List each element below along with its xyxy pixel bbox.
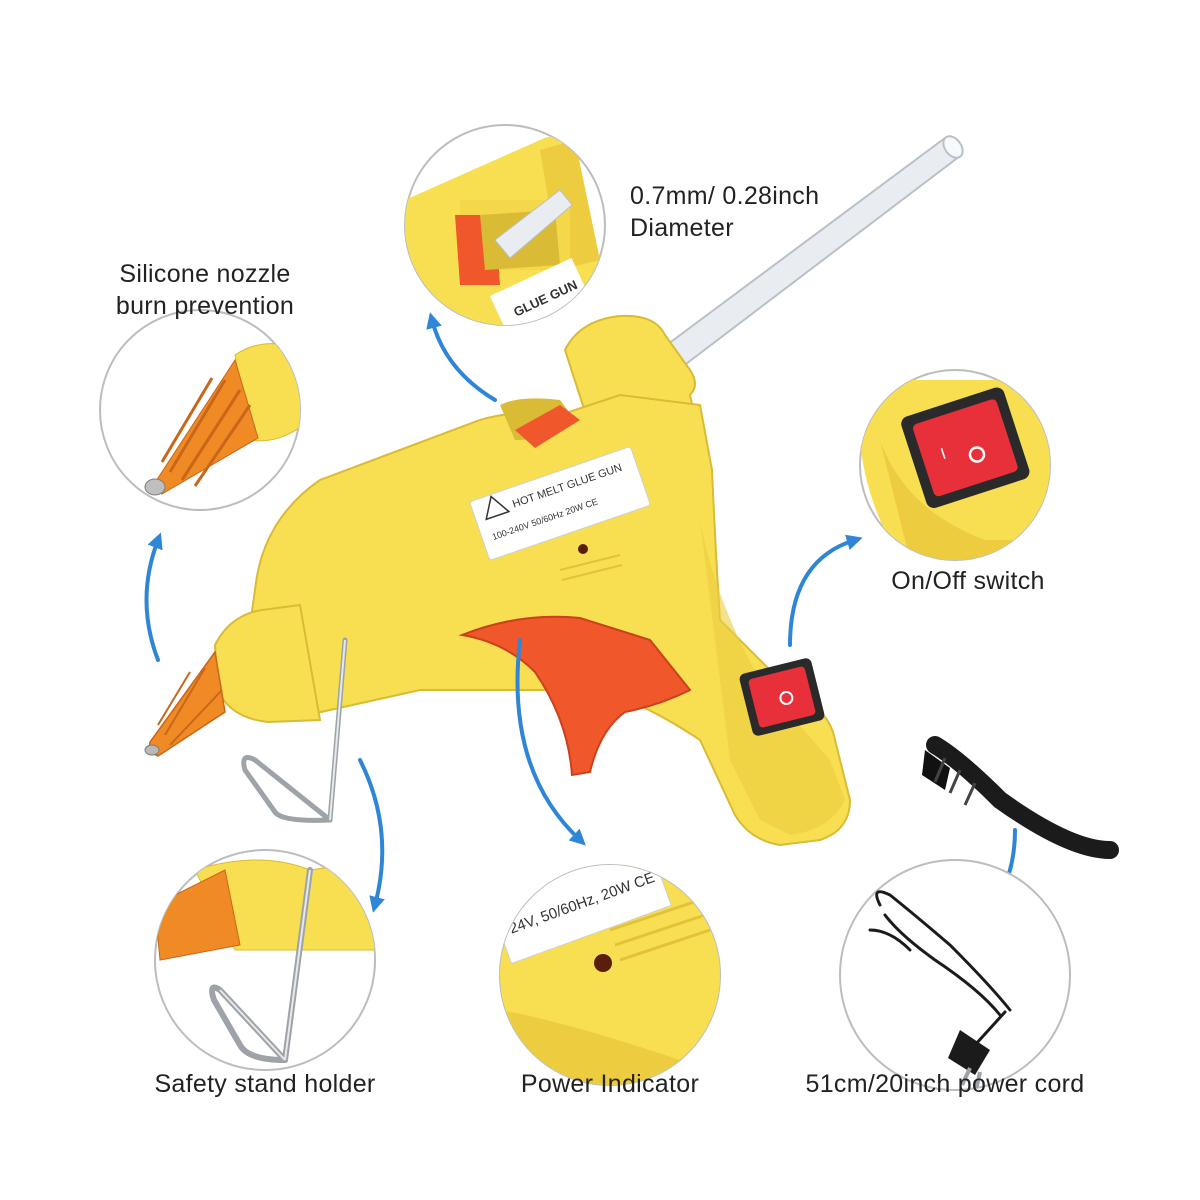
glue-stick [658,135,964,372]
arrow-to-stand [358,758,385,913]
zoom-power-cord [839,859,1071,1091]
callout-diameter-line2: Diameter [630,214,734,242]
callout-diameter-line1: 0.7mm/ 0.28inch [630,182,820,210]
switch-mark-on: I [939,446,948,464]
callout-nozzle: Silicone nozzle burn prevention [105,258,305,322]
callout-diameter: 0.7mm/ 0.28inch Diameter [630,180,819,244]
arrow-to-indicator [515,638,586,846]
zoom-stand-holder [154,849,376,1071]
callout-nozzle-line2: burn prevention [115,292,295,320]
arrow-to-top [426,312,497,402]
zoom-nozzle [99,309,301,511]
body-label: HOT MELT GLUE GUN 100-240V 50/60Hz 20W C… [469,446,651,561]
zoom-glue-opening: GLUE GUN [404,124,606,326]
zoom-switch: I [859,369,1051,561]
arrow-to-nozzle [144,532,163,662]
indicator-dot [578,544,588,554]
power-cord [922,736,1119,859]
arrow-to-switch [788,534,863,647]
on-off-switch [739,658,825,736]
zoom-power-indicator: 24V, 50/60Hz, 20W CE [499,864,721,1086]
glue-gun-main: HOT MELT GLUE GUN 100-240V 50/60Hz 20W C… [144,135,1119,859]
callout-cord: 51cm/20inch power cord [805,1070,1085,1098]
callout-switch: On/Off switch [891,567,1045,595]
zoom-indicator-dot [594,954,612,972]
callout-stand: Safety stand holder [154,1070,376,1098]
callout-nozzle-line1: Silicone nozzle [119,260,291,288]
callout-indicator: Power Indicator [520,1070,700,1098]
